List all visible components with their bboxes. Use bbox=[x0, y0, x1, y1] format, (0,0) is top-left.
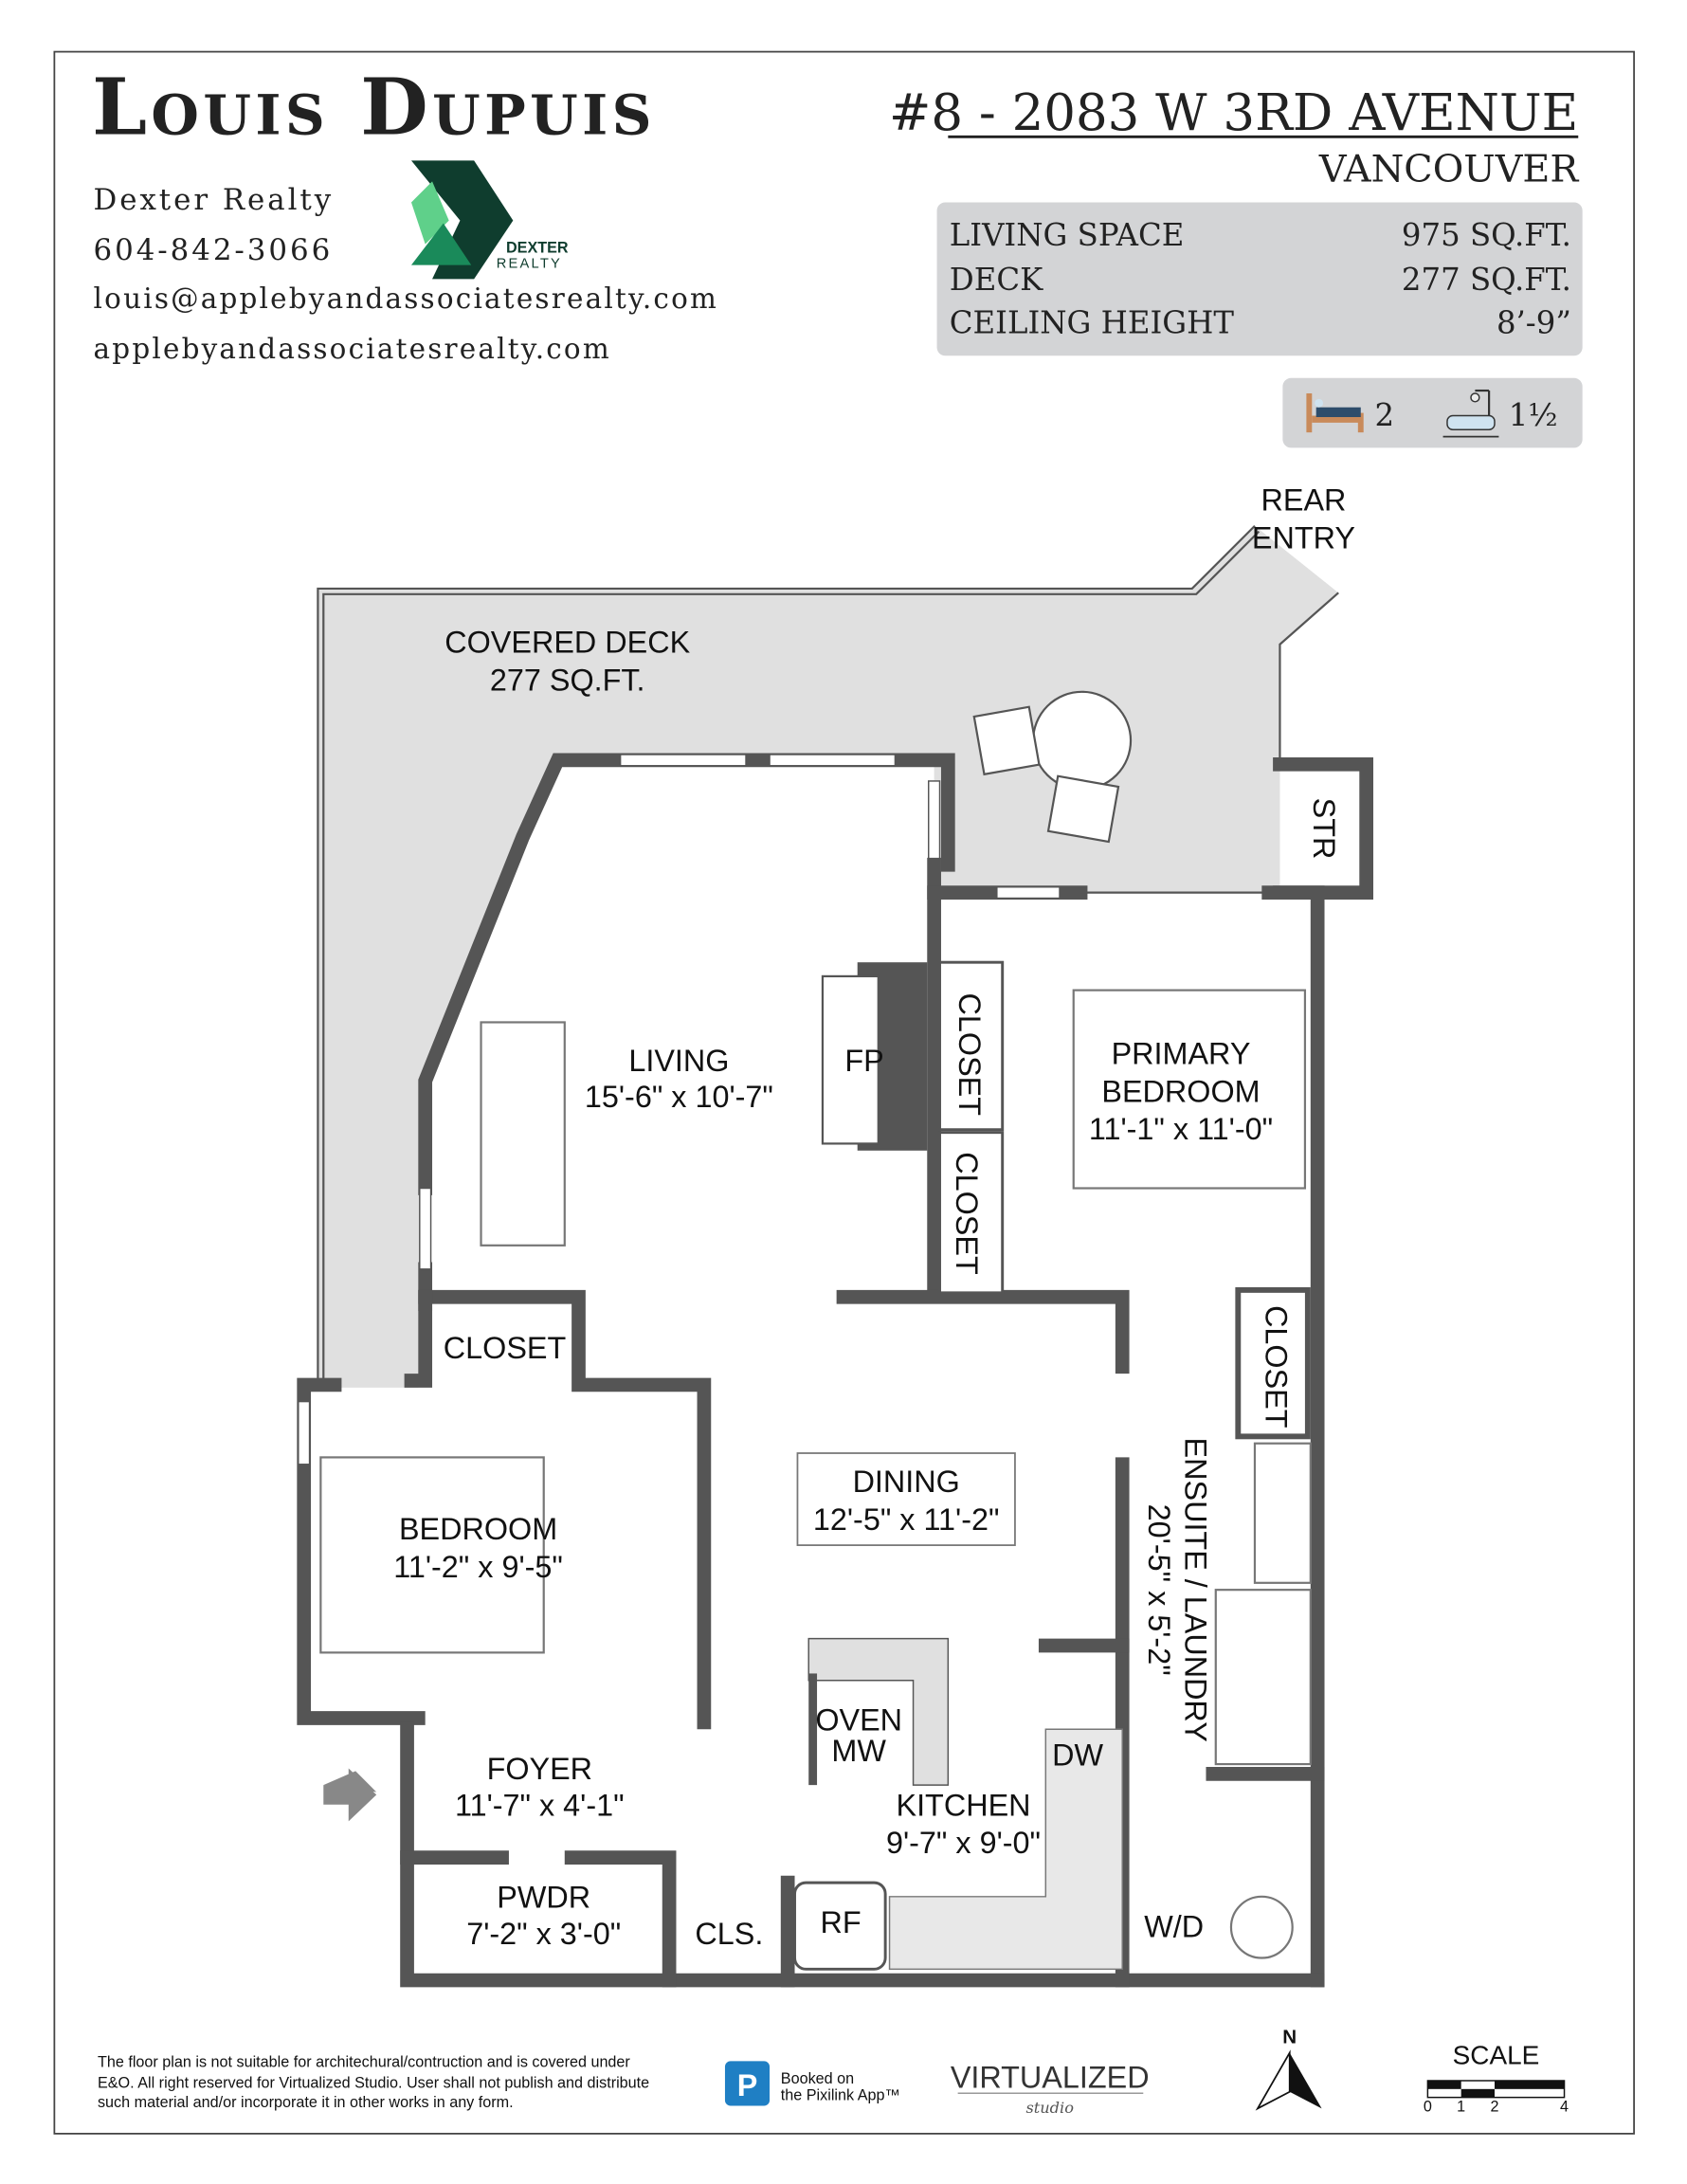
stat-value: 975 SQ.FT. bbox=[1402, 217, 1571, 253]
dining-dims: 12'-5" x 11'-2" bbox=[813, 1502, 1000, 1537]
closet-label: CLOSET bbox=[950, 1152, 984, 1275]
living-label: LIVING bbox=[628, 1044, 729, 1078]
stat-label: CEILING HEIGHT bbox=[950, 305, 1235, 341]
bathtub-icon bbox=[1442, 389, 1499, 438]
floor-plan bbox=[297, 524, 1374, 1988]
dining-label: DINING bbox=[853, 1465, 960, 1499]
svg-text:DEXTER: DEXTER bbox=[506, 239, 569, 256]
stats-panel: LIVING SPACE 975 SQ.FT. DECK 277 SQ.FT. … bbox=[936, 202, 1583, 356]
bed-bath-panel: 2 1½ bbox=[1282, 377, 1583, 448]
primary-label: BEDROOM bbox=[1101, 1074, 1260, 1108]
disclaimer-line: such material and/or incorporate it in o… bbox=[98, 2094, 514, 2111]
svg-text:REALTY: REALTY bbox=[497, 257, 562, 272]
agent-website[interactable]: applebyandassociatesrealty.com bbox=[94, 333, 611, 365]
mw-label: MW bbox=[831, 1734, 886, 1768]
closet-label: CLOSET bbox=[952, 993, 987, 1117]
wd-label: W/D bbox=[1144, 1909, 1204, 1943]
bed-icon bbox=[1306, 392, 1364, 433]
dexter-realty-logo: DEXTER REALTY bbox=[410, 160, 569, 280]
disclaimer-line: E&O. All right reserved for Virtualized … bbox=[98, 2074, 649, 2091]
fp-label: FP bbox=[844, 1044, 883, 1078]
stat-value: 8’-9” bbox=[1497, 305, 1571, 341]
primary-dims: 11'-1" x 11'-0" bbox=[1089, 1112, 1273, 1146]
scale-bar: SCALE 0 1 2 4 bbox=[1424, 2040, 1569, 2115]
agency-name: Dexter Realty bbox=[94, 183, 335, 217]
deck-table bbox=[1031, 690, 1133, 791]
property-city: VANCOUVER bbox=[1318, 147, 1579, 191]
pixilink-badge: P Booked on the Pixilink App™ bbox=[724, 2061, 900, 2106]
svg-text:studio: studio bbox=[1025, 2099, 1074, 2117]
bedroom-dims: 11'-2" x 9'-5" bbox=[393, 1550, 563, 1584]
kitchen-label: KITCHEN bbox=[896, 1788, 1030, 1822]
cls-label: CLS. bbox=[695, 1917, 763, 1951]
agent-email[interactable]: louis@applebyandassociatesrealty.com bbox=[94, 282, 719, 315]
living-dims: 15'-6" x 10'-7" bbox=[585, 1080, 773, 1114]
scale-tick: 1 bbox=[1457, 2098, 1465, 2115]
ensuite-dims: 20'-5" x 5'-2" bbox=[1142, 1504, 1176, 1676]
deck-label: COVERED DECK bbox=[444, 626, 690, 660]
oven-label: OVEN bbox=[815, 1703, 902, 1738]
deck-railing bbox=[317, 524, 1256, 1388]
foyer-label: FOYER bbox=[487, 1752, 592, 1786]
rear-entry-label: REAR bbox=[1261, 483, 1347, 518]
bedroom-label: BEDROOM bbox=[399, 1512, 557, 1546]
pwdr-label: PWDR bbox=[497, 1881, 590, 1915]
entry-arrow-icon bbox=[323, 1768, 377, 1822]
svg-text:P: P bbox=[737, 2068, 758, 2102]
agent-name: Louis Dupuis bbox=[92, 62, 656, 153]
rf-label: RF bbox=[820, 1905, 861, 1939]
disclaimer-line: The floor plan is not suitable for archi… bbox=[98, 2053, 630, 2070]
property-address: #8 - 2083 W 3RD AVENUE bbox=[889, 84, 1578, 142]
scale-tick: 0 bbox=[1424, 2098, 1432, 2115]
dw-label: DW bbox=[1052, 1738, 1103, 1773]
primary-label: PRIMARY bbox=[1112, 1037, 1251, 1071]
str-label: STR bbox=[1307, 798, 1341, 860]
plan-labels: REAR ENTRY COVERED DECK 277 SQ.FT. STR L… bbox=[393, 483, 1355, 1951]
kitchen-dims: 9'-7" x 9'-0" bbox=[886, 1826, 1041, 1860]
svg-text:the Pixilink App™: the Pixilink App™ bbox=[781, 2087, 900, 2104]
north-arrow-icon: N bbox=[1255, 2026, 1322, 2111]
virtualized-studio-logo: VIRTUALIZED studio bbox=[951, 2060, 1150, 2116]
svg-text:SCALE: SCALE bbox=[1453, 2040, 1540, 2069]
rear-entry-label: ENTRY bbox=[1252, 520, 1355, 555]
bedroom-count: 2 bbox=[1374, 397, 1394, 433]
agent-phone: 604-842-3066 bbox=[94, 233, 334, 267]
stat-label: DECK bbox=[950, 262, 1043, 298]
closet-label: CLOSET bbox=[444, 1331, 567, 1365]
pwdr-dims: 7'-2" x 3'-0" bbox=[466, 1917, 621, 1951]
footer: The floor plan is not suitable for archi… bbox=[98, 2026, 1569, 2117]
foyer-dims: 11'-7" x 4'-1" bbox=[455, 1788, 625, 1822]
scale-tick: 2 bbox=[1490, 2098, 1498, 2115]
stat-value: 277 SQ.FT. bbox=[1402, 262, 1571, 298]
stat-label: LIVING SPACE bbox=[950, 217, 1185, 253]
bathroom-count: 1½ bbox=[1509, 397, 1558, 433]
svg-text:Booked on: Booked on bbox=[781, 2070, 854, 2087]
svg-text:VIRTUALIZED: VIRTUALIZED bbox=[951, 2060, 1150, 2094]
closet-label: CLOSET bbox=[1260, 1305, 1294, 1429]
scale-tick: 4 bbox=[1560, 2098, 1569, 2115]
deck-area-label: 277 SQ.FT. bbox=[490, 663, 645, 697]
ensuite-label: ENSUITE / LAUNDRY bbox=[1178, 1438, 1212, 1742]
svg-text:N: N bbox=[1282, 2026, 1297, 2048]
pixilink-icon bbox=[724, 2061, 771, 2106]
